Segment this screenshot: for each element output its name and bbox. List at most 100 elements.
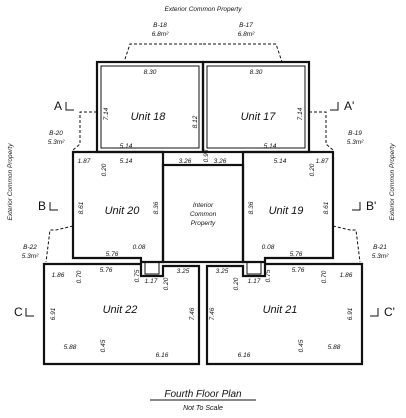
dim-unit21-top-left: 3.25 xyxy=(216,268,229,275)
plan-subtitle: Not To Scale xyxy=(183,405,223,412)
dim-unit21-left: 7.46 xyxy=(209,307,216,320)
unit-21-label: Unit 21 xyxy=(263,304,298,316)
stair-notch-left xyxy=(144,261,160,275)
dim-unit21-bottom-step: 0.45 xyxy=(298,339,305,352)
section-a-prime: A' xyxy=(344,99,354,113)
balcony-b22-area: 5.3m² xyxy=(22,253,39,260)
exterior-common-property-left: Exterior Common Property xyxy=(7,143,14,221)
section-b-prime: B' xyxy=(366,199,376,213)
balcony-b17-name: B-17 xyxy=(239,22,253,29)
balcony-b17-outline xyxy=(203,43,307,63)
dim-unit21-notch-v: 0.75 xyxy=(265,269,272,282)
balcony-b22-name: B-22 xyxy=(23,244,37,251)
balcony-b17-area: 6.8m² xyxy=(238,31,255,38)
dim-unit18-17-step: 0.98 xyxy=(203,149,210,162)
dim-unit22-left: 6.91 xyxy=(50,307,57,320)
unit-17-label: Unit 17 xyxy=(241,111,277,123)
balcony-b21-outline xyxy=(332,225,361,263)
balcony-b20-outline xyxy=(72,111,97,151)
plan-title: Fourth Floor Plan xyxy=(164,389,242,400)
dim-unit20-left: 8.61 xyxy=(78,201,85,214)
dim-unit18-left: 7.14 xyxy=(103,107,110,120)
dim-unit19-left: 8.36 xyxy=(248,201,255,214)
dim-unit19-top-right: 1.87 xyxy=(316,158,329,165)
interior-common-property-area xyxy=(161,163,245,264)
section-c-prime: C' xyxy=(384,305,395,319)
dim-unit22-notch-h: 1.17 xyxy=(145,278,158,285)
unit-18-label: Unit 18 xyxy=(131,111,167,123)
section-b-arrow xyxy=(49,202,58,211)
dim-unit20-bottom: 5.76 xyxy=(106,251,119,258)
unit-17-inner xyxy=(206,65,306,149)
stair-notch-right xyxy=(246,261,262,275)
dim-unit19-bottom: 5.76 xyxy=(290,251,303,258)
balcony-b19-name: B-19 xyxy=(348,130,362,137)
dim-unit20-step: 0.20 xyxy=(101,163,108,176)
dim-unit19-notch: 0.08 xyxy=(262,244,275,251)
balcony-b21-area: 5.3m² xyxy=(372,253,389,260)
dim-unit17-bottom-left: 3.26 xyxy=(214,158,227,165)
dim-unit19-step: 0.20 xyxy=(309,163,316,176)
dim-unit22-top-left: 1.86 xyxy=(52,272,65,279)
balcony-b20-area: 5.3m² xyxy=(48,139,65,146)
dim-unit22-step: 0.70 xyxy=(76,270,83,283)
balcony-b21-name: B-21 xyxy=(373,244,387,251)
dim-unit17-right: 7.14 xyxy=(297,107,304,120)
dim-unit22-bottom-left: 5.88 xyxy=(64,344,77,351)
dim-unit21-bottom: 6.16 xyxy=(238,352,251,359)
exterior-common-property-right: Exterior Common Property xyxy=(389,143,396,221)
dim-unit18-top: 8.30 xyxy=(144,69,157,76)
dim-unit20-top: 5.14 xyxy=(120,158,133,165)
unit-20-label: Unit 20 xyxy=(105,205,141,217)
dim-unit22-bottom: 6.16 xyxy=(156,352,169,359)
balcony-b22-outline xyxy=(45,225,74,263)
dim-unit21-right: 6.91 xyxy=(347,307,354,320)
dim-unit18-bottom: 5.14 xyxy=(120,143,133,150)
dim-unit21-left-step: 0.20 xyxy=(233,277,240,290)
dim-unit17-bottom: 5.14 xyxy=(264,143,277,150)
section-c-prime-arrow xyxy=(370,308,379,317)
balcony-b19-outline xyxy=(309,111,334,151)
dim-unit21-notch-h: 1.17 xyxy=(248,278,261,285)
balcony-b18-area: 6.8m² xyxy=(152,31,169,38)
dim-unit22-notch-v: 0.75 xyxy=(134,269,141,282)
unit-19-label: Unit 19 xyxy=(269,205,304,217)
section-c: C xyxy=(14,305,23,319)
dim-unit18-17-shared: 8.12 xyxy=(192,115,199,128)
dim-unit22-right-step: 0.20 xyxy=(163,277,170,290)
dim-unit22-top-right: 3.25 xyxy=(177,268,190,275)
unit-21-wall xyxy=(205,262,364,366)
dim-unit21-bottom-right: 5.88 xyxy=(328,344,341,351)
dim-unit21-step: 0.70 xyxy=(321,270,328,283)
dim-unit19-top: 5.14 xyxy=(274,158,287,165)
dim-unit22-top: 5.76 xyxy=(100,267,113,274)
dim-unit22-bottom-step: 0.45 xyxy=(100,339,107,352)
dim-unit22-right: 7.46 xyxy=(189,307,196,320)
section-c-arrow xyxy=(25,308,34,317)
unit-22-wall xyxy=(42,262,201,366)
section-a-prime-arrow xyxy=(330,102,339,111)
section-a: A xyxy=(54,99,62,113)
dim-unit20-top-left: 1.87 xyxy=(78,158,91,165)
balcony-b20-name: B-20 xyxy=(49,130,63,137)
dim-unit20-notch: 0.08 xyxy=(133,244,146,251)
unit-20-wall xyxy=(71,150,165,264)
unit-18-inner xyxy=(100,65,200,149)
section-b-prime-arrow xyxy=(352,202,361,211)
dim-unit19-right: 8.61 xyxy=(323,201,330,214)
dim-unit17-top: 8.30 xyxy=(250,69,263,76)
balcony-b18-name: B-18 xyxy=(153,22,167,29)
dim-unit20-right: 8.36 xyxy=(153,201,160,214)
dim-unit18-bottom-right: 3.26 xyxy=(179,158,192,165)
unit-22-label: Unit 22 xyxy=(103,304,138,316)
balcony-b19-area: 5.3m² xyxy=(347,139,364,146)
section-b: B xyxy=(38,199,46,213)
interior-common-property-line2: Common xyxy=(190,211,217,218)
interior-common-property-line3: Property xyxy=(191,220,216,227)
section-a-arrow xyxy=(65,102,74,111)
dim-unit21-top: 5.76 xyxy=(292,267,305,274)
balcony-b18-outline xyxy=(97,43,203,63)
interior-common-property-line1: Interior xyxy=(193,202,214,209)
dim-unit21-top-right: 1.86 xyxy=(340,272,353,279)
